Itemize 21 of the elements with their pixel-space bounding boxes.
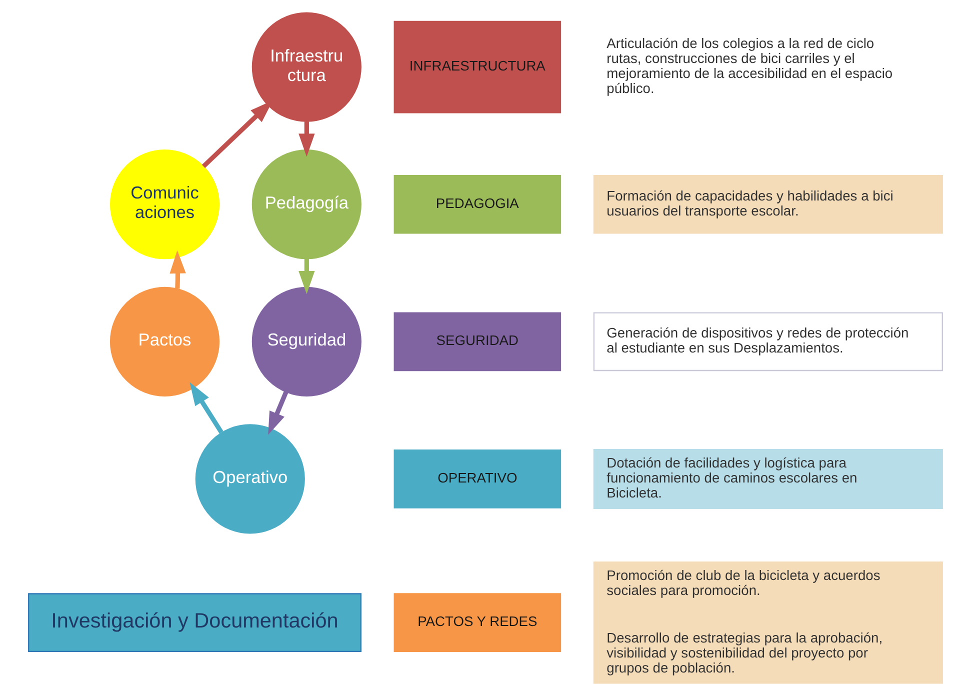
node-box: Generación de dispositivos y redes de protección al estudiante en sus Desplazamientos. (592, 312, 942, 372)
node-text: Articulación de los colegios a la red de ciclo rutas, construcciones de bici carriles y el mejoramiento de la accesibilidad en el espacio público. (606, 35, 892, 96)
node-circle: Operativo (194, 424, 304, 534)
node-box: Formación de capacidades y habilidades a bici usuarios del transporte escolar. (592, 174, 942, 234)
node-box: Promoción de club de la bicicleta y acuerdos sociales para promoción. Desarrollo de estrategias para la aprobación, visibilidad y sostenibilidad del proyecto por grupos de población. (592, 561, 942, 684)
arrow (298, 258, 314, 294)
node-box: SEGURIDAD (393, 312, 561, 372)
node-box: OPERATIVO (393, 450, 561, 508)
node-circle: Seguridad (251, 286, 361, 396)
node-circle: Comunic aciones (109, 150, 220, 260)
node-box: PEDAGOGIA (393, 174, 561, 234)
node-box: PACTOS Y REDES (393, 593, 561, 652)
arrow (268, 391, 288, 435)
node-box: Dotación de facilidades y logística para funcionamiento de caminos escolares en Bicicleta. (592, 448, 942, 509)
arrow (189, 382, 223, 434)
arrow (298, 122, 314, 157)
node-box: INFRAESTRUCTURA (393, 20, 561, 114)
node-box: Investigación y Documentación (28, 593, 361, 652)
node-circle: Pactos (109, 286, 220, 396)
node-circle: Pedagogía (251, 150, 361, 260)
arrow (169, 250, 186, 289)
